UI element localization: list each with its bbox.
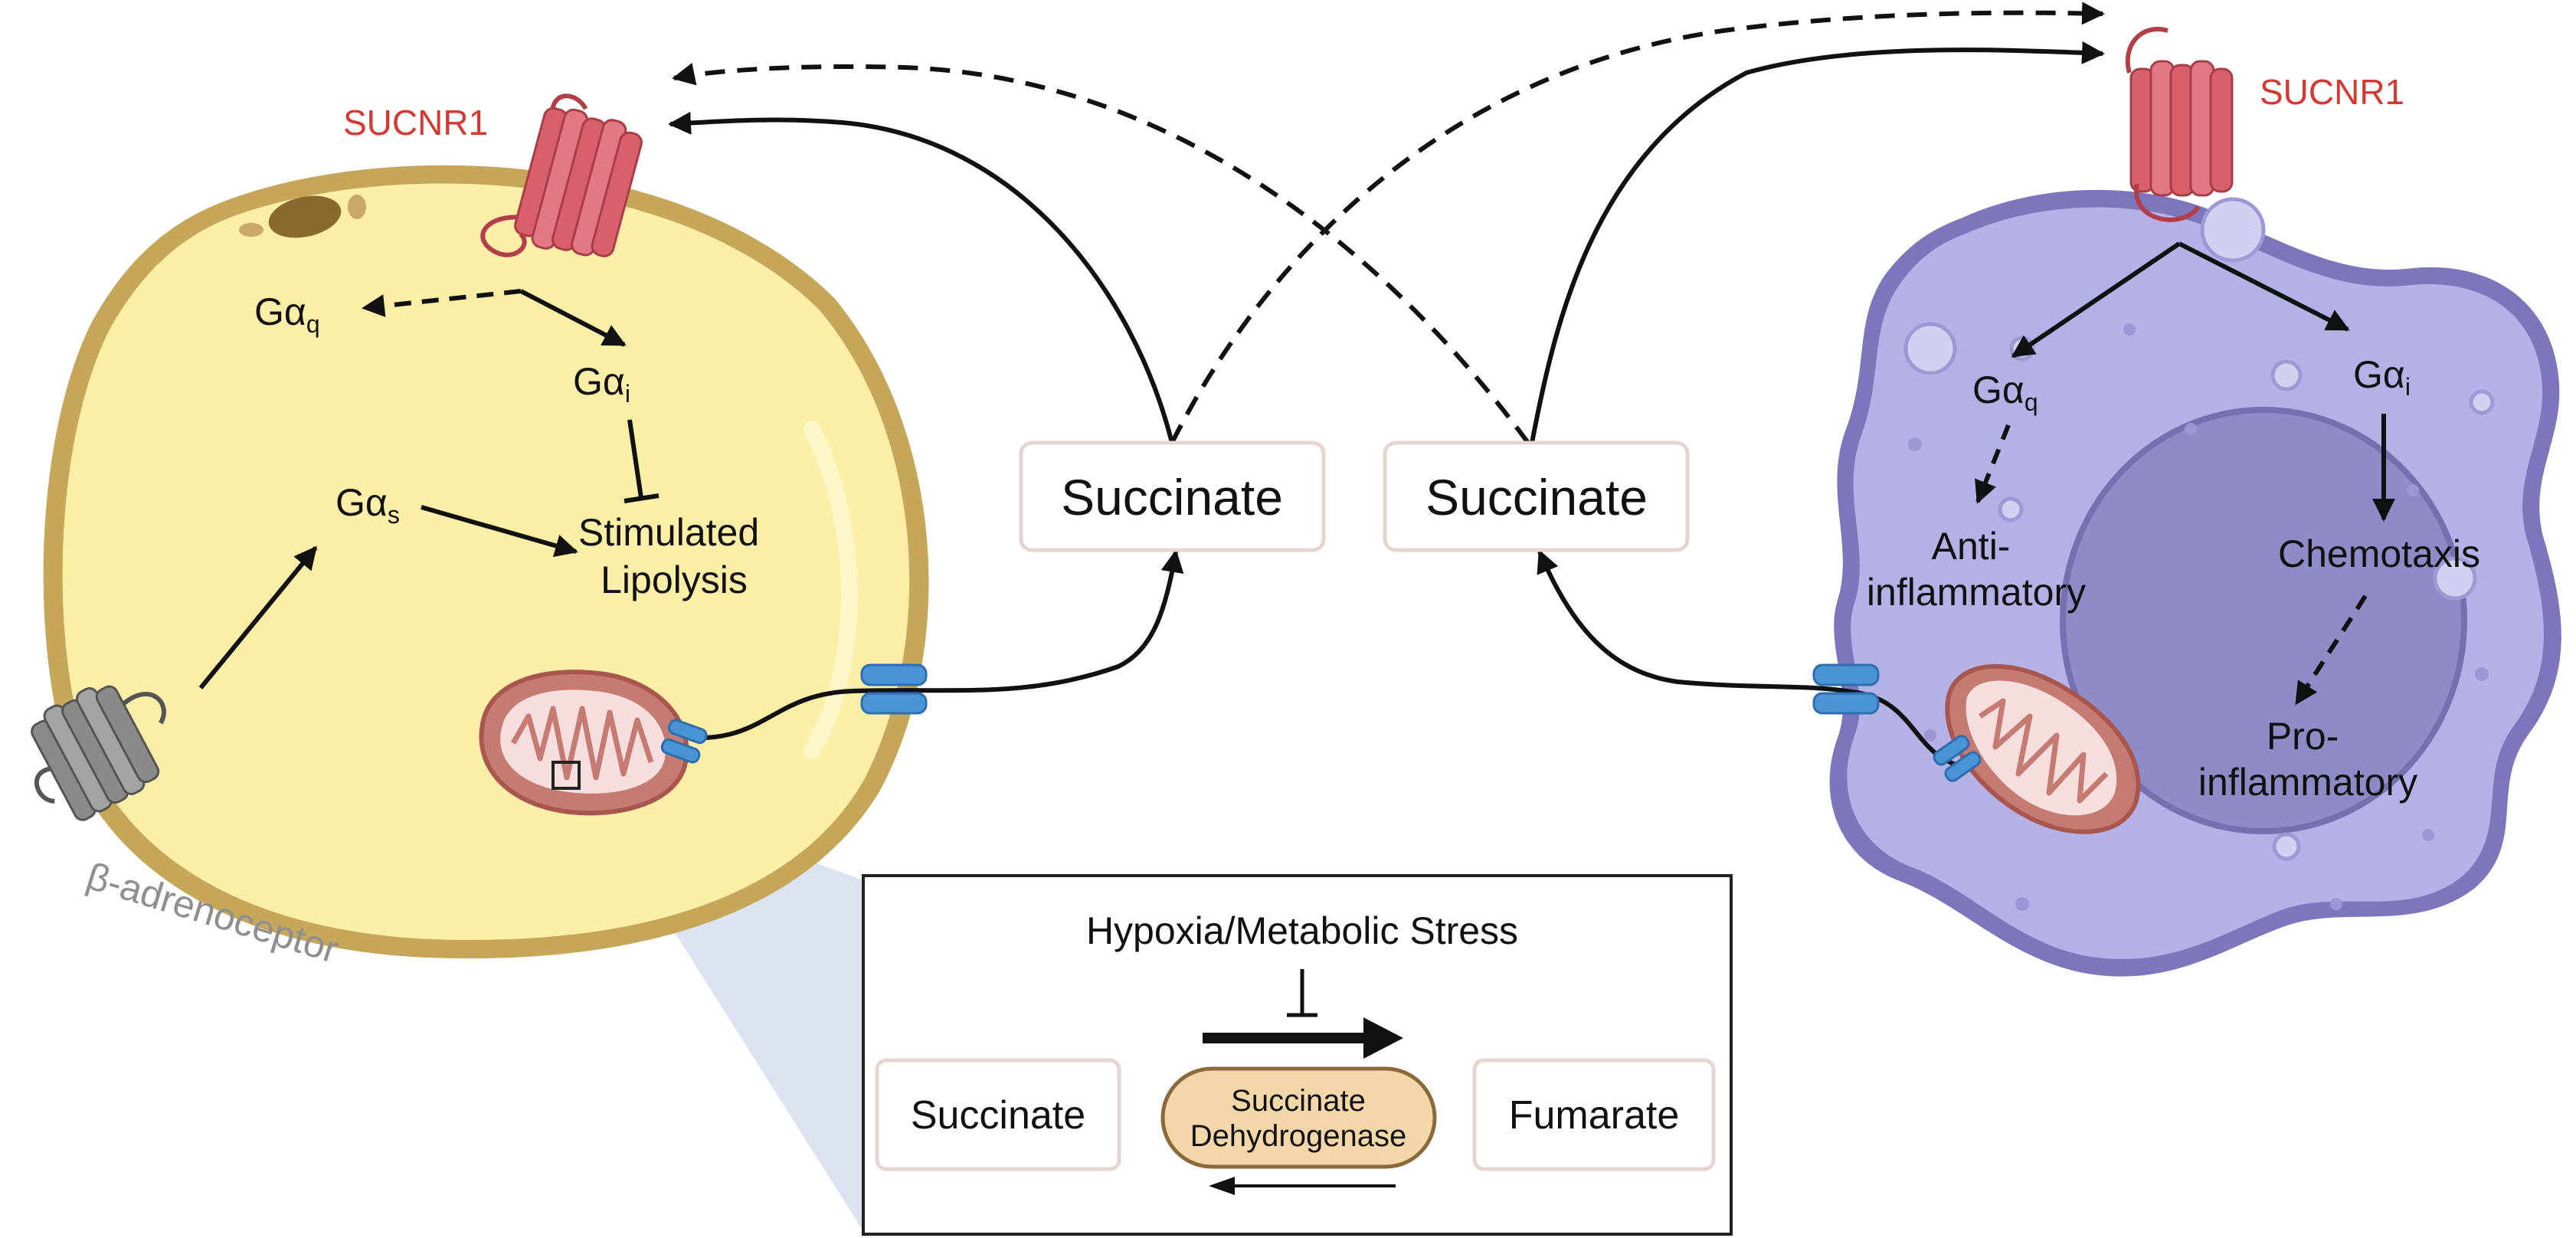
succinate-box-left: Succinate bbox=[1019, 441, 1326, 552]
adipocyte bbox=[43, 165, 929, 959]
inset-succinate-box: Succinate bbox=[875, 1058, 1121, 1171]
succinate-dehydrogenase-enzyme: Succinate Dehydrogenase bbox=[1160, 1066, 1437, 1169]
transporter-mito-right bbox=[1933, 735, 1982, 782]
inset-panel: Hypoxia/Metabolic Stress Succinate Succi… bbox=[862, 874, 1733, 1236]
sucnr1-receptor-right-icon bbox=[2125, 27, 2234, 222]
g-alpha-q-right: Gαq bbox=[1972, 368, 2038, 416]
mitochondrion-right bbox=[1945, 664, 2141, 834]
anti-inflammatory-label: Anti- inflammatory bbox=[1867, 525, 2086, 614]
svg-text:Succinate: Succinate bbox=[911, 1093, 1085, 1138]
sucnr1-label-left: SUCNR1 bbox=[343, 103, 488, 142]
inset-fumarate-box: Fumarate bbox=[1472, 1058, 1716, 1171]
beta-adrenoceptor-icon bbox=[31, 685, 166, 821]
svg-text:Succinate: Succinate bbox=[1231, 1084, 1366, 1118]
mitochondrion-left bbox=[479, 670, 689, 816]
transporter-mito-left bbox=[660, 719, 708, 764]
transporter-membrane-right bbox=[1812, 663, 1880, 715]
g-alpha-i-right: Gαi bbox=[2353, 353, 2411, 401]
macrophage-nucleus bbox=[2060, 407, 2467, 834]
g-alpha-s-left: Gαs bbox=[336, 481, 400, 529]
svg-text:Succinate: Succinate bbox=[1061, 469, 1283, 526]
sucnr1-label-right: SUCNR1 bbox=[2260, 72, 2404, 112]
pro-inflammatory-label: Pro- inflammatory bbox=[2198, 715, 2417, 804]
sucnr1-receptor-left-icon bbox=[480, 93, 643, 257]
inset-title: Hypoxia/Metabolic Stress bbox=[1086, 909, 1518, 952]
succinate-box-right: Succinate bbox=[1383, 441, 1690, 552]
g-alpha-i-left: Gαi bbox=[573, 360, 630, 408]
svg-text:Fumarate: Fumarate bbox=[1509, 1093, 1680, 1138]
svg-text:Succinate: Succinate bbox=[1425, 469, 1648, 526]
transporter-membrane-left bbox=[860, 663, 928, 715]
chemotaxis-label: Chemotaxis bbox=[2278, 532, 2480, 575]
stimulated-lipolysis-label: Stimulated Lipolysis bbox=[578, 511, 770, 601]
adipocyte-nucleus bbox=[268, 195, 342, 238]
g-alpha-q-left: Gαq bbox=[254, 290, 320, 338]
svg-text:Dehydrogenase: Dehydrogenase bbox=[1190, 1119, 1406, 1153]
zoom-square bbox=[552, 761, 581, 790]
